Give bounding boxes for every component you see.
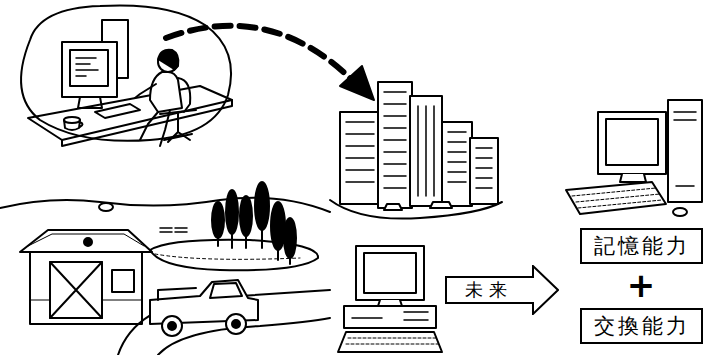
barn	[20, 230, 152, 324]
buildings	[330, 82, 502, 219]
dashed-arrow	[166, 26, 352, 80]
node-text: 交換能力	[594, 312, 690, 340]
future-arrow: 未来	[445, 265, 559, 315]
monitor	[62, 42, 117, 97]
truck	[150, 280, 258, 336]
capability-box: 交換能力	[580, 308, 703, 344]
computer-today	[338, 246, 442, 352]
computer-future	[566, 100, 702, 216]
chair	[160, 78, 196, 142]
capability-box: 記憶能力	[580, 228, 703, 264]
plus-sign: +	[627, 268, 656, 302]
trees	[212, 182, 296, 264]
node-text: 記憶能力	[594, 232, 690, 260]
cup	[64, 117, 80, 123]
node-text: 未来	[465, 278, 513, 302]
